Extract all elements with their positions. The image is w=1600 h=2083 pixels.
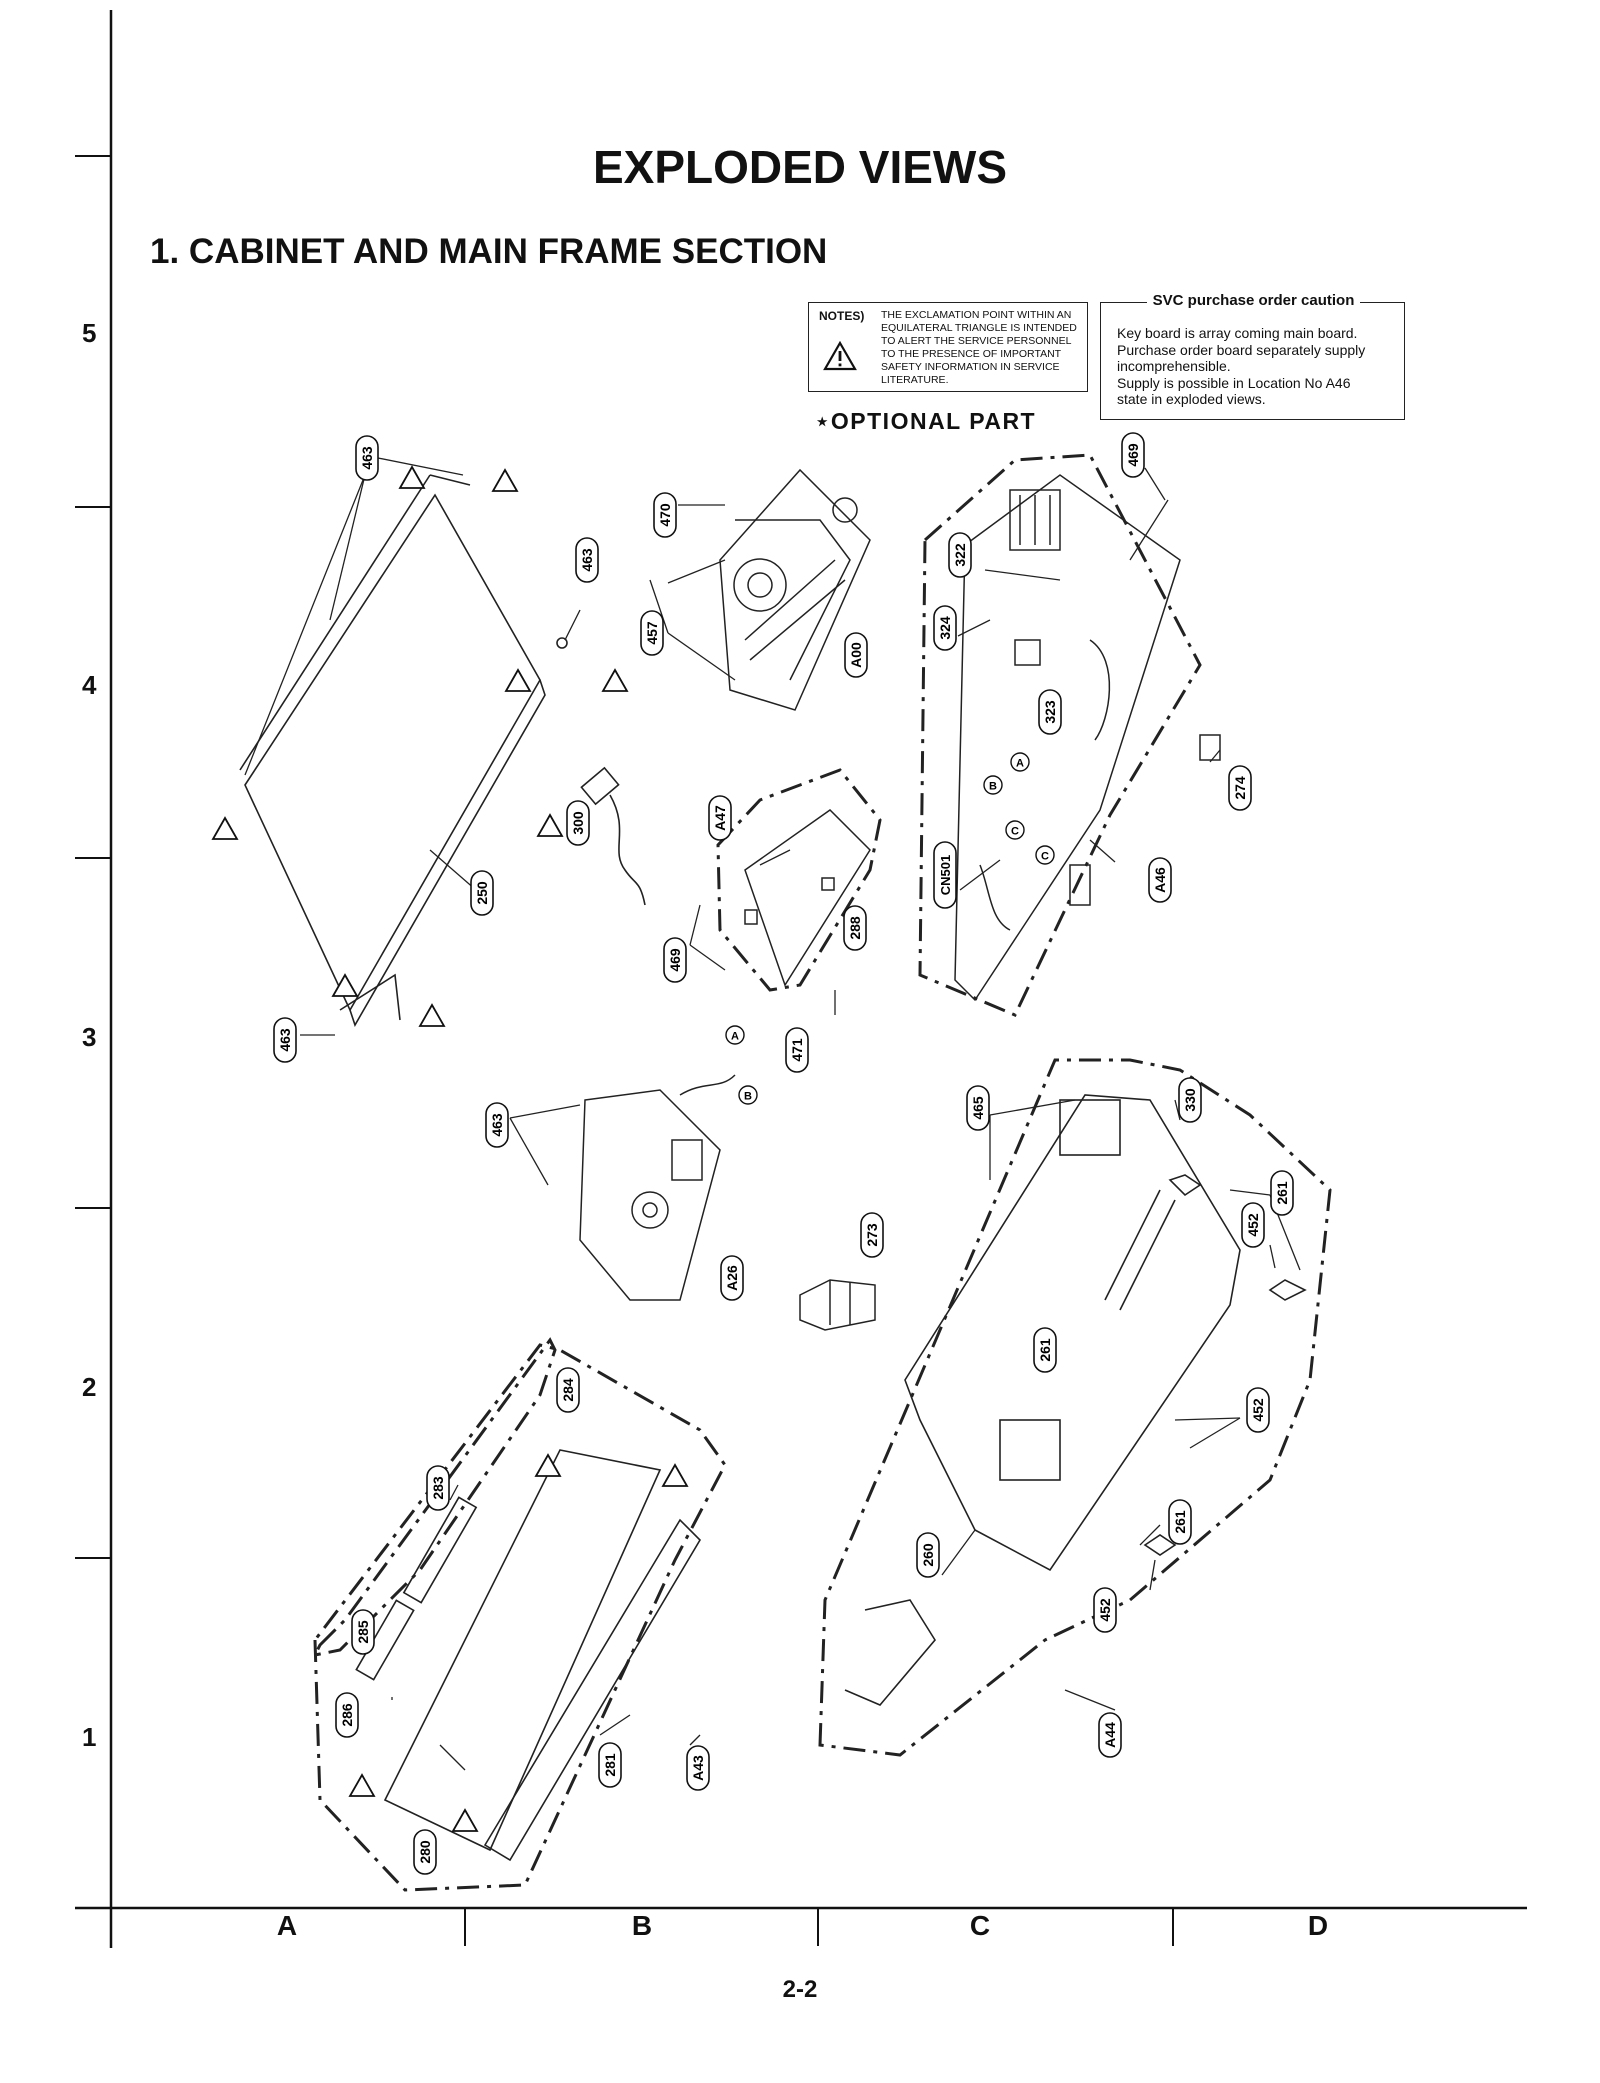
warning-triangle-icon [504, 668, 532, 692]
callout-label: 463 [359, 446, 375, 470]
page-title: EXPLODED VIEWS [592, 141, 1008, 193]
callout-label: 300 [570, 811, 586, 835]
connector-marker-label: B [989, 781, 997, 793]
callouts: 463 463 463 250 300 470 457 A00 A47 469 … [273, 432, 1294, 1875]
callout-label: 261 [1274, 1181, 1290, 1205]
callout-label: 284 [560, 1378, 576, 1402]
connector-marker-label: C [1011, 826, 1019, 838]
deck-mechanism-part [719, 468, 871, 711]
notes-label: NOTES) [819, 309, 865, 323]
warning-triangle-icon [418, 1003, 446, 1027]
callout-label: 465 [970, 1096, 986, 1120]
svc-caution-line: state in exploded views. [1117, 391, 1266, 407]
power-cord-part [580, 766, 646, 906]
callout-label: 452 [1250, 1398, 1266, 1422]
callout-label: 470 [657, 503, 673, 527]
warning-triangle-icon [823, 341, 857, 371]
connector-marker-label: A [1016, 758, 1024, 770]
safety-triangles [211, 465, 689, 1832]
warning-triangle-icon [536, 813, 564, 837]
connector-marker-label: A [731, 1031, 739, 1043]
grid-row-label: 2 [82, 1372, 97, 1402]
callout-label: CN501 [938, 855, 953, 895]
callout-label: 330 [1182, 1088, 1198, 1112]
page-frame [75, 10, 1527, 1948]
grid-column-label: C [969, 1910, 991, 1941]
callout-label: 452 [1097, 1598, 1113, 1622]
optional-part-note: ⋆OPTIONAL PART [815, 408, 1037, 434]
callout-label: 471 [789, 1038, 805, 1062]
callout-label: 452 [1245, 1213, 1261, 1237]
callout-label: 280 [417, 1840, 433, 1864]
section-title: 1. CABINET AND MAIN FRAME SECTION [150, 232, 828, 271]
warning-triangle-icon [398, 465, 426, 489]
callout-label: 463 [489, 1113, 505, 1137]
front-panel-a43-part [312, 1337, 727, 1892]
callout-label: A46 [1152, 867, 1168, 893]
grid-column-label: A [276, 1910, 298, 1941]
board-a47-part [716, 768, 882, 992]
svc-caution-title: SVC purchase order caution [1146, 292, 1361, 309]
callout-label: 285 [355, 1620, 371, 1644]
notes-box: NOTES) THE EXCLAMATION POINT WITHIN AN E… [808, 302, 1088, 392]
svc-caution-text: Key board is array coming main board. Pu… [1117, 325, 1399, 408]
warning-triangle-icon [601, 668, 629, 692]
grid-row-label: 1 [82, 1722, 97, 1752]
board-a46-part [918, 453, 1221, 1017]
callout-label: 322 [952, 543, 968, 567]
callout-label: 288 [847, 916, 863, 940]
callout-label: 250 [474, 881, 490, 905]
warning-triangle-icon [534, 1453, 562, 1477]
callout-label: 324 [937, 616, 953, 640]
callout-label: A43 [690, 1755, 706, 1781]
top-cover-part [239, 474, 568, 1027]
grid-row-label: 3 [82, 1022, 97, 1052]
callout-label: 463 [579, 548, 595, 572]
callout-label: A47 [712, 805, 728, 831]
svc-caution-line: Key board is array coming main board. [1117, 325, 1358, 341]
leader-lines [244, 457, 1301, 1771]
callout-label: 469 [667, 948, 683, 972]
callout-label: 261 [1037, 1338, 1053, 1362]
notes-text: THE EXCLAMATION POINT WITHIN AN EQUILATE… [881, 309, 1077, 386]
callout-label: 286 [339, 1703, 355, 1727]
main-frame-a44-part [818, 1058, 1332, 1757]
grid-row-label: 5 [82, 318, 97, 348]
connector-markers: A B C C A B [725, 752, 1055, 1105]
warning-triangle-icon [661, 1463, 689, 1487]
loader-a26-part [579, 1074, 736, 1301]
warning-triangle-icon [211, 816, 239, 840]
svc-caution-line: Supply is possible in Location No A46 [1117, 374, 1351, 391]
svc-caution-line: incomprehensible. [1117, 358, 1231, 374]
callout-label: 281 [602, 1753, 618, 1777]
grid-column-label: D [1307, 1910, 1329, 1941]
callout-label: 260 [920, 1543, 936, 1567]
warning-triangle-icon [331, 973, 359, 997]
callout-label: 273 [864, 1223, 880, 1247]
part-273 [799, 1279, 876, 1331]
grid-row-label: 4 [82, 670, 97, 700]
callout-label: 469 [1125, 443, 1141, 467]
callout-label: 323 [1042, 700, 1058, 724]
page-number: 2-2 [782, 1976, 818, 2003]
callout-label: A26 [724, 1265, 740, 1291]
callout-label: 274 [1232, 776, 1248, 800]
warning-triangle-icon [491, 468, 519, 492]
warning-triangle-icon [451, 1808, 479, 1832]
callout-label: 457 [644, 621, 660, 645]
callout-label: 261 [1172, 1510, 1188, 1534]
connector-marker-label: C [1041, 851, 1049, 863]
callout-label: 283 [430, 1476, 446, 1500]
svc-caution-line: Purchase order board separately supply [1117, 341, 1366, 358]
svc-caution-box: SVC purchase order caution Key board is … [1100, 292, 1405, 420]
connector-marker-label: B [744, 1091, 752, 1103]
callout-label: 463 [277, 1028, 293, 1052]
warning-triangle-icon [348, 1773, 376, 1797]
callout-label: A00 [848, 642, 864, 668]
grid-column-label: B [631, 1910, 653, 1941]
callout-label: A44 [1102, 1722, 1118, 1748]
